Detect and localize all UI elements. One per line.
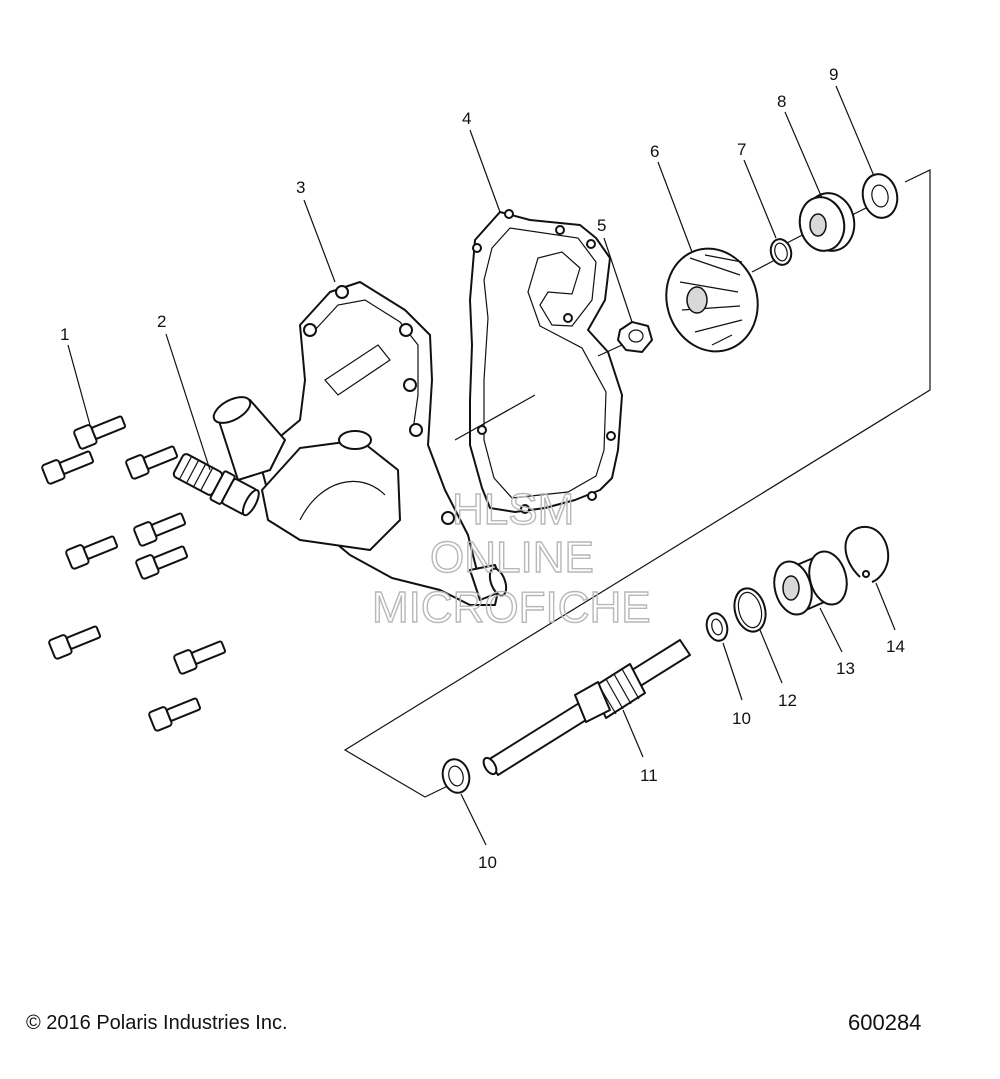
callout-14: 14 <box>886 637 905 656</box>
callout-1: 1 <box>60 325 69 344</box>
callout-10-upper: 10 <box>732 709 751 728</box>
callout-8: 8 <box>777 92 786 111</box>
callout-4: 4 <box>462 109 471 128</box>
mechanical-seal <box>798 192 856 252</box>
assembly-centerline-3 <box>751 259 776 273</box>
assembly-centerline-2 <box>597 344 623 357</box>
callout-7: 7 <box>737 140 746 159</box>
callout-10-lower: 10 <box>478 853 497 872</box>
callout-2: 2 <box>157 312 166 331</box>
o-ring-large <box>733 587 767 633</box>
callout-3: 3 <box>296 178 305 197</box>
leader-lines <box>67 85 896 846</box>
drive-shaft <box>482 639 691 776</box>
callout-13: 13 <box>836 659 855 678</box>
subassembly-bracket <box>343 169 931 798</box>
copyright-notice: © 2016 Polaris Industries Inc. <box>26 1012 288 1034</box>
thrust-washer-upper <box>705 612 729 642</box>
shaft-bushing <box>773 550 848 616</box>
snap-ring <box>844 525 890 583</box>
o-ring-small <box>769 238 793 266</box>
callout-11: 11 <box>640 766 658 785</box>
impeller <box>665 247 759 353</box>
gasket <box>469 209 623 514</box>
watermark-line-2: ONLINE <box>430 533 594 582</box>
watermark: HLSM ONLINE MICROFICHE <box>371 484 651 632</box>
watermark-line-3: MICROFICHE <box>372 583 651 632</box>
oil-seal <box>861 173 899 219</box>
watermark-line-1: HLSM <box>452 485 574 534</box>
callout-9: 9 <box>829 65 838 84</box>
thrust-washer-lower <box>441 758 471 794</box>
assembly-centerline <box>454 394 536 441</box>
pump-housing <box>212 281 508 606</box>
callout-5: 5 <box>597 216 606 235</box>
figure-number: 600284 <box>848 1010 922 1035</box>
hose-fitting <box>172 453 260 517</box>
callout-labels: 1 2 3 4 5 6 7 8 9 10 10 11 12 13 14 <box>60 65 905 872</box>
callout-6: 6 <box>650 142 659 161</box>
impeller-nut <box>617 321 653 353</box>
callout-12: 12 <box>778 691 797 710</box>
flange-bolts <box>41 415 227 732</box>
